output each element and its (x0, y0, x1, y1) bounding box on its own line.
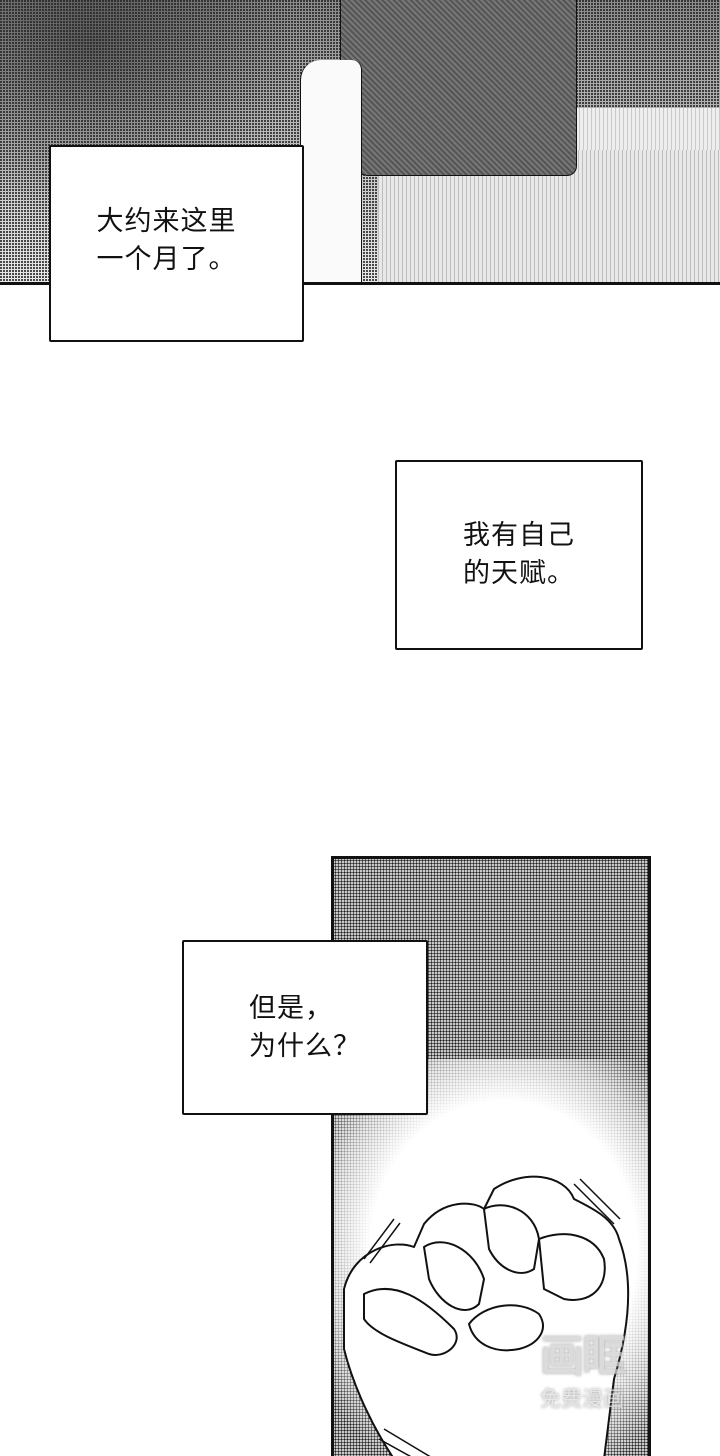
caption-text: 但是， 为什么？ (249, 992, 361, 1062)
watermark-text: 免费漫画 (540, 1387, 624, 1411)
caption-box-3: 但是， 为什么？ (182, 940, 428, 1115)
caption-box-2: 我有自己 的天赋。 (395, 460, 643, 650)
clenched-fist-illustration (343, 1175, 630, 1456)
caption-box-1: 大约来这里 一个月了。 (49, 145, 304, 342)
background-floor (575, 108, 720, 158)
watermark-logo: 画眶 (540, 1331, 626, 1382)
comic-panel-figure (0, 0, 720, 284)
figure-leg (300, 60, 362, 284)
figure-skirt (340, 0, 577, 176)
panel-border (0, 282, 720, 285)
caption-text: 大约来这里 一个月了。 (96, 205, 237, 275)
caption-text: 我有自己 的天赋。 (463, 520, 575, 589)
watermark: 画眶 免费漫画 (540, 1335, 660, 1440)
